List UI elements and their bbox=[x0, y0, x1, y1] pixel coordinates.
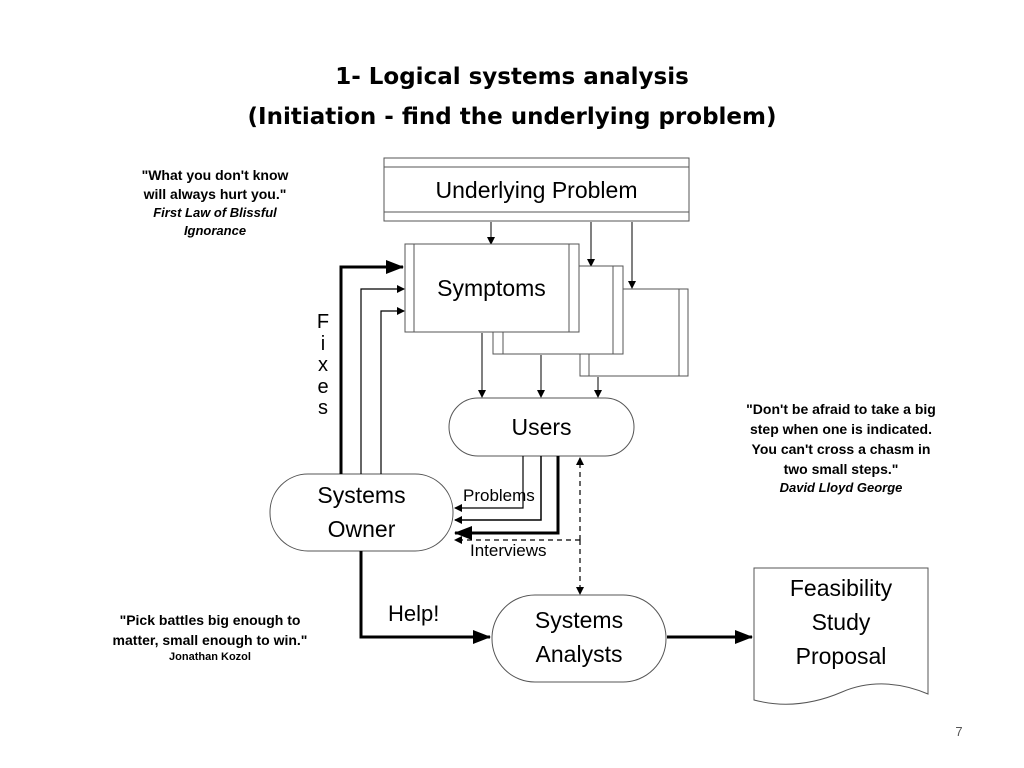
slide-title-line2: (Initiation - find the underlying proble… bbox=[247, 104, 777, 130]
fixes-letter-s: s bbox=[318, 397, 328, 419]
quote-top-left-author1: First Law of Blissful bbox=[153, 205, 277, 220]
interviews-label: Interviews bbox=[470, 541, 547, 560]
users-label: Users bbox=[511, 414, 572, 440]
fixes-label: F i x e s bbox=[313, 311, 333, 420]
quote-right-author: David Lloyd George bbox=[779, 480, 903, 495]
underlying-problem-label: Underlying Problem bbox=[435, 177, 638, 203]
symptoms-to-users-arrows bbox=[478, 333, 602, 398]
symptoms-label: Symptoms bbox=[437, 275, 546, 301]
quote-right-line3: You can't cross a chasm in bbox=[751, 441, 931, 457]
feasibility-line3: Proposal bbox=[795, 643, 887, 669]
help-label: Help! bbox=[388, 601, 440, 626]
quote-top-left-author2: Ignorance bbox=[183, 223, 247, 238]
quote-right: "Don't be afraid to take a big step when… bbox=[716, 399, 966, 497]
quote-bottom-left-line2: matter, small enough to win." bbox=[112, 632, 308, 648]
quote-right-line4: two small steps." bbox=[783, 461, 899, 477]
quote-top-left-line1: "What you don't know bbox=[141, 167, 289, 183]
quote-top-left: "What you don't know will always hurt yo… bbox=[110, 166, 320, 240]
feasibility-line1: Feasibility bbox=[789, 575, 893, 601]
systems-owner-label: Systems Owner bbox=[270, 478, 453, 546]
help-arrow bbox=[359, 551, 491, 644]
quote-right-line2: step when one is indicated. bbox=[749, 421, 933, 437]
symptoms-box bbox=[404, 243, 580, 333]
interviews-dashed-arrows bbox=[454, 457, 584, 595]
systems-analysts-line2: Analysts bbox=[535, 641, 623, 667]
fixes-letter-e: e bbox=[317, 375, 329, 398]
problem-to-symptoms-arrows bbox=[487, 222, 636, 289]
problems-label: Problems bbox=[463, 486, 535, 505]
fixes-letter-i: i bbox=[320, 332, 326, 355]
systems-owner-line1: Systems bbox=[317, 482, 406, 508]
fixes-letter-f: F bbox=[316, 311, 330, 333]
page-number: 7 bbox=[955, 724, 963, 739]
feasibility-proposal-document bbox=[753, 567, 929, 705]
underlying-problem-box bbox=[383, 157, 690, 222]
slide-title-line1: 1- Logical systems analysis bbox=[335, 64, 689, 90]
systems-analysts-line1: Systems bbox=[534, 607, 624, 633]
fixes-arrows bbox=[339, 260, 405, 474]
quote-right-line1: "Don't be afraid to take a big bbox=[746, 401, 936, 417]
quote-top-left-line2: will always hurt you." bbox=[143, 186, 287, 202]
systems-analysts-label: Systems Analysts bbox=[492, 603, 666, 671]
quote-bottom-left-author: Jonathan Kozol bbox=[169, 651, 251, 663]
problems-arrows bbox=[454, 456, 560, 540]
feasibility-label: Feasibility Study Proposal bbox=[754, 571, 928, 673]
fixes-letter-x: x bbox=[318, 354, 328, 376]
quote-bottom-left-line1: "Pick battles big enough to bbox=[119, 612, 301, 628]
systems-analysts-box bbox=[491, 594, 667, 683]
systems-owner-line2: Owner bbox=[327, 516, 396, 542]
quote-bottom-left: "Pick battles big enough to matter, smal… bbox=[70, 610, 350, 665]
feasibility-line2: Study bbox=[811, 609, 871, 635]
